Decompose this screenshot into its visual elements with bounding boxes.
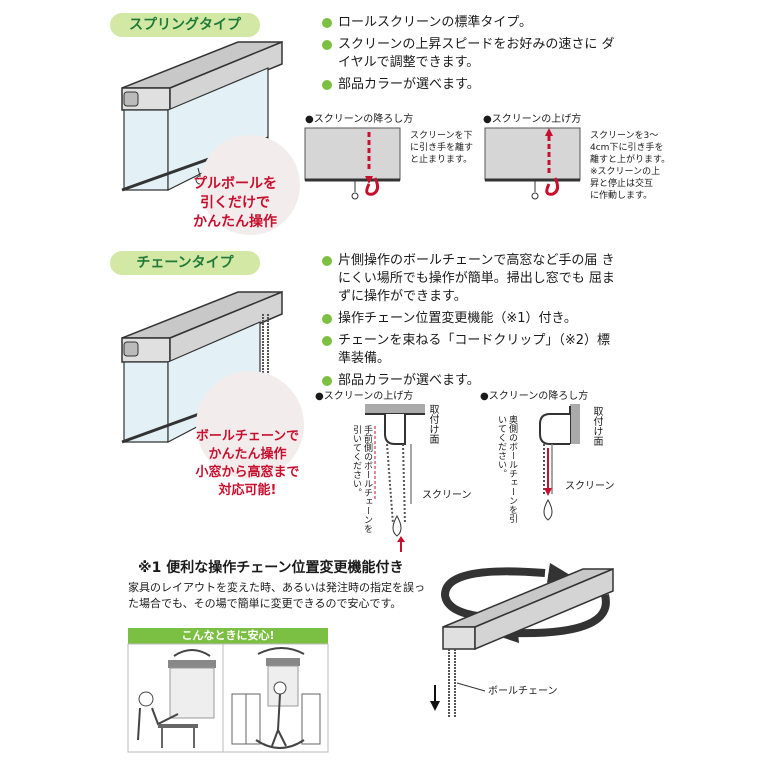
note-title: ※1 便利な操作チェーン位置変更機能付き <box>138 560 404 576</box>
spring-feature-list: ロールスクリーンの標準タイプ。 スクリーンの上昇スピードをお好みの速さに ダイヤ… <box>320 14 620 98</box>
scenario-illustration <box>127 643 329 753</box>
spring-feature: 部品カラーが選べます。 <box>320 76 620 94</box>
chain-down-diagram <box>539 404 580 521</box>
chain-feature: 片側操作のボールチェーンで高窓など手の届 きにくい場所でも操作が簡単。掃出し窓で… <box>320 252 620 306</box>
spring-callout: プルボールを 引くだけで かんたん操作 <box>193 176 277 230</box>
chain-down-instruction: 奥側のボールチェーンを引いてください。 <box>496 415 517 523</box>
spring-up-desc: スクリーンを3～ 4cm下に引き手を 離すと上がります。 ※スクリーンの上 昇と… <box>590 131 671 201</box>
chain-blind-illustration <box>121 290 283 444</box>
chain-label: ボールチェーン <box>488 686 558 697</box>
spring-feature: ロールスクリーンの標準タイプ。 <box>320 14 620 32</box>
spring-type-title: スプリングタイプ <box>110 13 260 37</box>
chain-up-title: ●スクリーンの上げ方 <box>315 391 414 402</box>
spring-down-diagram <box>304 127 401 200</box>
spring-up-title: ●スクリーンの上げ方 <box>483 114 582 125</box>
spring-callout-bg <box>200 135 300 235</box>
chain-position-change-illustration <box>430 563 614 717</box>
chain-up-screen-label: スクリーン <box>422 490 472 501</box>
note-banner: こんなときに安心! <box>128 628 328 644</box>
chain-callout: ボールチェーンで かんたん操作 小窓から高窓まで 対応可能! <box>195 429 300 498</box>
chain-feature: 部品カラーが選べます。 <box>320 372 620 390</box>
chain-type-title: チェーンタイプ <box>110 251 260 275</box>
chain-feature: 操作チェーン位置変更機能（※1）付き。 <box>320 310 620 328</box>
chain-feature-list: 片側操作のボールチェーンで高窓など手の届 きにくい場所でも操作が簡単。掃出し窓で… <box>320 252 620 394</box>
spring-blind-illustration <box>121 40 283 192</box>
chain-down-mount-label: 取付け面 <box>591 406 602 446</box>
chain-down-screen-label: スクリーン <box>565 481 615 492</box>
chain-feature: チェーンを束ねる「コードクリップ」（※2）標準装備。 <box>320 332 620 368</box>
chain-up-mount-label: 取付け面 <box>427 404 438 444</box>
spring-down-desc: スクリーンを下 に引き手を離す と止まります。 <box>410 131 474 165</box>
spring-feature: スクリーンの上昇スピードをお好みの速さに ダイヤルで調整できます。 <box>320 36 620 72</box>
note-body: 家具のレイアウトを変えた時、あるいは発注時の指定を誤っ た場合でも、その場で簡単… <box>128 581 425 610</box>
spring-up-diagram <box>484 127 581 200</box>
chain-down-title: ●スクリーンの降ろし方 <box>480 391 589 402</box>
chain-callout-bg <box>196 371 304 479</box>
chain-up-instruction: 手前側のボールチェーンを引いてください。 <box>351 425 372 533</box>
chain-up-diagram <box>365 404 425 552</box>
spring-down-title: ●スクリーンの降ろし方 <box>305 114 414 125</box>
